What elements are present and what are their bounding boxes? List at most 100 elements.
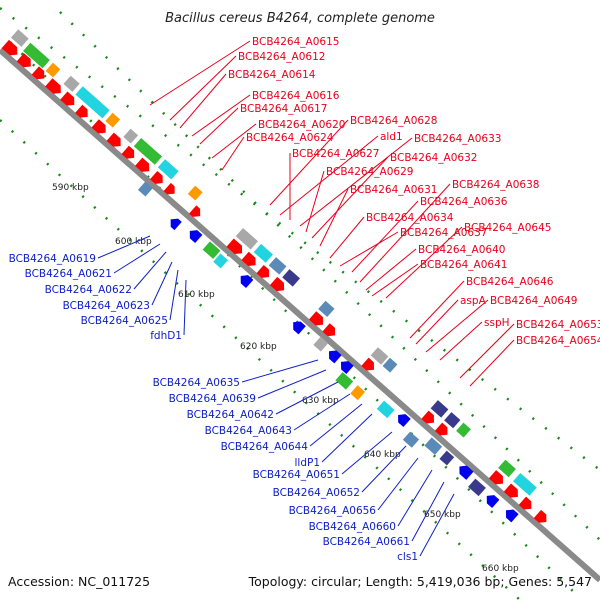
forward-label-line bbox=[409, 280, 465, 339]
reverse-gene-label: BCB4264_A0622 bbox=[45, 284, 132, 296]
cog-block bbox=[468, 478, 486, 497]
reverse-gene-label: BCB4264_A0642 bbox=[187, 409, 274, 421]
forward-gene-label: BCB4264_A0646 bbox=[466, 276, 554, 288]
forward-label-line bbox=[371, 263, 419, 297]
reverse-gene-label: BCB4264_A0639 bbox=[169, 393, 256, 405]
forward-label-line bbox=[149, 40, 251, 106]
reverse-gene-label: BCB4264_A0644 bbox=[221, 441, 309, 453]
forward-gene-label: BCB4264_A0615 bbox=[252, 36, 339, 48]
forward-gene-label: BCB4264_A0616 bbox=[252, 90, 340, 102]
cog-block bbox=[213, 253, 228, 269]
forward-gene-label: BCB4264_A0649 bbox=[490, 295, 577, 307]
cog-block bbox=[382, 357, 398, 373]
forward-gene-arrow bbox=[163, 182, 175, 195]
reverse-label-line bbox=[151, 261, 173, 306]
reverse-label-line bbox=[257, 369, 327, 399]
forward-gene-arrow bbox=[421, 410, 434, 424]
kbp-tick-label: 640 kbp bbox=[364, 450, 401, 460]
reverse-gene-arrow bbox=[341, 361, 354, 374]
reverse-gene-arrow bbox=[170, 218, 182, 231]
forward-gene-label: BCB4264_A0645 bbox=[464, 222, 551, 234]
forward-gene-arrow bbox=[60, 91, 75, 106]
cog-block bbox=[10, 29, 29, 47]
reverse-gene-arrow bbox=[486, 495, 500, 508]
forward-gene-arrow bbox=[150, 170, 163, 184]
forward-gene-arrow bbox=[91, 119, 106, 134]
gene-labels: BCB4264_A0615BCB4264_A0612BCB4264_A0614B… bbox=[9, 36, 600, 563]
forward-gene-label: BCB4264_A0636 bbox=[420, 196, 508, 208]
reverse-gene-label: lldP1 bbox=[294, 457, 320, 469]
forward-label-line bbox=[169, 55, 237, 121]
reverse-gene-label: BCB4264_A0660 bbox=[309, 521, 396, 533]
forward-gene-label: BCB4264_A0653 bbox=[516, 319, 600, 331]
forward-label-line bbox=[339, 231, 399, 267]
forward-label-line bbox=[269, 119, 349, 206]
forward-gene-arrow bbox=[135, 157, 150, 172]
reverse-label-line bbox=[397, 469, 433, 527]
kbp-tick-label: 620 kbp bbox=[240, 342, 277, 352]
forward-gene-label: BCB4264_A0641 bbox=[420, 259, 507, 271]
forward-gene-label: sspH bbox=[484, 317, 510, 329]
forward-gene-arrow bbox=[16, 53, 31, 68]
forward-gene-arrow bbox=[45, 78, 61, 94]
forward-gene-arrow bbox=[518, 496, 532, 510]
cog-block bbox=[157, 159, 179, 180]
forward-label-line bbox=[359, 183, 451, 283]
reverse-label-line bbox=[341, 431, 393, 475]
reverse-gene-arrow bbox=[240, 275, 254, 289]
forward-gene-label: BCB4264_A0629 bbox=[326, 166, 413, 178]
cog-block bbox=[498, 459, 516, 478]
forward-gene-arrow bbox=[256, 264, 270, 278]
gene-features bbox=[1, 29, 547, 523]
cog-block bbox=[370, 347, 389, 365]
forward-label-line bbox=[199, 107, 239, 145]
forward-label-line bbox=[425, 299, 489, 353]
forward-gene-arrow bbox=[241, 251, 256, 266]
kbp-tick-label: 630 kbp bbox=[302, 396, 339, 406]
forward-gene-arrow bbox=[308, 311, 324, 326]
cog-block bbox=[268, 257, 287, 275]
reverse-gene-label: BCB4264_A0635 bbox=[153, 377, 240, 389]
reverse-gene-arrow bbox=[189, 230, 203, 244]
forward-gene-label: BCB4264_A0633 bbox=[414, 133, 501, 145]
reverse-gene-arrow bbox=[329, 350, 342, 364]
forward-gene-label: BCB4264_A0638 bbox=[452, 179, 539, 191]
forward-gene-label: aspA bbox=[460, 295, 487, 307]
reverse-label-line bbox=[113, 243, 161, 274]
forward-gene-label: BCB4264_A0628 bbox=[350, 115, 437, 127]
forward-label-line bbox=[385, 226, 463, 299]
cog-block bbox=[45, 62, 61, 78]
reverse-gene-label: fdhD1 bbox=[150, 330, 182, 342]
forward-label-line bbox=[469, 339, 515, 387]
forward-gene-arrow bbox=[322, 323, 336, 337]
cog-block bbox=[430, 400, 449, 418]
reverse-gene-label: BCB4264_A0651 bbox=[253, 469, 340, 481]
forward-gene-arrow bbox=[31, 66, 45, 80]
reverse-label-line bbox=[419, 493, 455, 557]
cog-block bbox=[253, 243, 273, 263]
reverse-label-line bbox=[321, 413, 373, 463]
reverse-label-line bbox=[169, 269, 179, 321]
cog-block bbox=[123, 128, 139, 144]
reverse-label-line bbox=[241, 359, 319, 383]
reverse-gene-arrow bbox=[398, 414, 411, 428]
forward-gene-label: BCB4264_A0640 bbox=[418, 244, 505, 256]
reverse-label-line bbox=[133, 251, 167, 290]
forward-label-line bbox=[319, 188, 349, 247]
forward-gene-label: BCB4264_A0627 bbox=[292, 148, 379, 160]
forward-label-line bbox=[329, 216, 365, 259]
forward-label-line bbox=[311, 156, 389, 239]
forward-gene-arrow bbox=[189, 205, 201, 217]
reverse-gene-label: BCB4264_A0643 bbox=[205, 425, 292, 437]
reverse-label-line bbox=[275, 381, 339, 415]
forward-gene-label: BCB4264_A0631 bbox=[350, 184, 437, 196]
forward-gene-label: BCB4264_A0634 bbox=[366, 212, 454, 224]
forward-label-line bbox=[305, 170, 325, 233]
reverse-gene-label: BCB4264_A0623 bbox=[63, 300, 150, 312]
genome-backbone bbox=[0, 47, 600, 583]
cog-block bbox=[424, 437, 443, 455]
forward-gene-arrow bbox=[488, 470, 503, 485]
forward-gene-arrow bbox=[434, 422, 448, 436]
cog-block bbox=[202, 241, 221, 259]
